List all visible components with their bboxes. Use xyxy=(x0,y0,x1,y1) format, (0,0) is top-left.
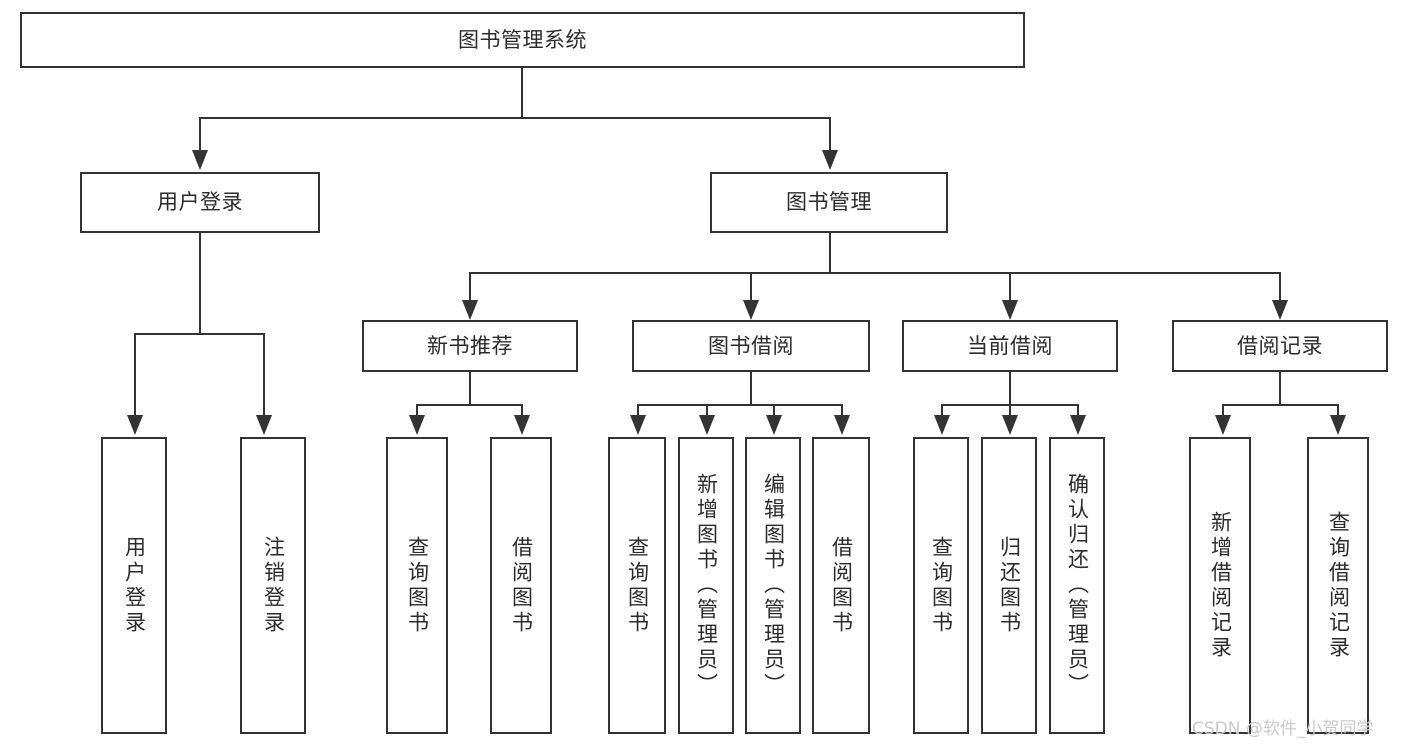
connector-new-book-stem xyxy=(469,372,471,406)
connector-user-login-stem xyxy=(199,233,201,334)
connector-user-login-to-leaf-2 xyxy=(263,333,265,417)
arrow-bm-to-book-borrow xyxy=(743,300,759,320)
node-label: 注销登录 xyxy=(261,535,286,636)
connector-book-management-stem xyxy=(829,233,831,273)
node-label: 图书借阅 xyxy=(708,333,794,358)
leaf-book-borrow-edit-book-admin[interactable]: 编辑图书（管理员） xyxy=(745,437,801,734)
connector-nb-to-leaf-2 xyxy=(521,404,523,417)
leaf-user-login-login[interactable]: 用户登录 xyxy=(101,437,167,734)
connector-cb-to-leaf-2 xyxy=(1009,404,1011,417)
connector-new-book-bar xyxy=(416,404,523,406)
arrow-br-to-leaf-1 xyxy=(1215,415,1231,435)
arrow-cb-to-leaf-1 xyxy=(934,415,950,435)
arrow-br-to-leaf-2 xyxy=(1330,415,1346,435)
connector-bb-to-leaf-1 xyxy=(637,404,639,417)
node-book-borrow[interactable]: 图书借阅 xyxy=(632,320,870,372)
arrow-bb-to-leaf-3 xyxy=(766,415,782,435)
node-label: 用户登录 xyxy=(157,190,243,214)
node-label: 新增图书（管理员） xyxy=(694,473,719,698)
node-label: 查询借阅记录 xyxy=(1326,510,1351,661)
node-label: 查询图书 xyxy=(625,535,650,636)
node-root-book-management-system[interactable]: 图书管理系统 xyxy=(20,12,1025,68)
connector-user-login-to-leaf-1 xyxy=(134,333,136,417)
arrow-nb-to-leaf-2 xyxy=(514,415,530,435)
node-label: 查询图书 xyxy=(929,535,954,636)
connector-br-to-leaf-1 xyxy=(1222,404,1224,417)
connector-root-to-user-login xyxy=(199,117,201,153)
node-label: 借阅记录 xyxy=(1237,333,1323,358)
connector-bb-to-leaf-2 xyxy=(706,404,708,417)
node-current-borrow[interactable]: 当前借阅 xyxy=(902,320,1118,372)
arrow-bm-to-current-borrow xyxy=(1002,300,1018,320)
arrow-cb-to-leaf-2 xyxy=(1002,415,1018,435)
node-label: 借阅图书 xyxy=(509,535,534,636)
connector-bm-to-current-borrow xyxy=(1009,272,1011,302)
leaf-book-borrow-add-book-admin[interactable]: 新增图书（管理员） xyxy=(678,437,734,734)
leaf-book-borrow-borrow-book[interactable]: 借阅图书 xyxy=(812,437,870,734)
connector-cb-to-leaf-1 xyxy=(941,404,943,417)
connector-root-to-book-management xyxy=(829,117,831,153)
connector-bm-to-book-borrow xyxy=(750,272,752,302)
connector-book-borrow-stem xyxy=(750,372,752,406)
leaf-current-borrow-query-book[interactable]: 查询图书 xyxy=(913,437,969,734)
arrow-bm-to-new-book xyxy=(462,300,478,320)
node-label: 新增借阅记录 xyxy=(1208,510,1233,661)
connector-bb-to-leaf-3 xyxy=(773,404,775,417)
node-book-management[interactable]: 图书管理 xyxy=(710,172,948,233)
connector-borrow-record-bar xyxy=(1222,404,1338,406)
leaf-current-borrow-confirm-return-admin[interactable]: 确认归还（管理员） xyxy=(1049,437,1105,734)
connector-root-stem xyxy=(521,68,523,118)
leaf-borrow-record-add-record[interactable]: 新增借阅记录 xyxy=(1189,437,1251,734)
node-label: 图书管理系统 xyxy=(458,27,587,52)
arrow-bb-to-leaf-1 xyxy=(630,415,646,435)
arrow-cb-to-leaf-3 xyxy=(1070,415,1086,435)
leaf-new-book-query-book[interactable]: 查询图书 xyxy=(386,437,448,734)
connector-br-to-leaf-2 xyxy=(1337,404,1339,417)
csdn-watermark: CSDN @软件_小贺同学 xyxy=(1192,719,1374,739)
node-label: 确认归还（管理员） xyxy=(1065,473,1090,698)
node-label: 借阅图书 xyxy=(829,535,854,636)
node-borrow-record[interactable]: 借阅记录 xyxy=(1172,320,1388,372)
connector-current-borrow-stem xyxy=(1009,372,1011,406)
node-new-book-recommend[interactable]: 新书推荐 xyxy=(362,320,578,372)
arrow-nb-to-leaf-1 xyxy=(409,415,425,435)
node-label: 编辑图书（管理员） xyxy=(761,473,786,698)
leaf-borrow-record-query-record[interactable]: 查询借阅记录 xyxy=(1307,437,1369,734)
node-label: 新书推荐 xyxy=(427,333,513,358)
leaf-current-borrow-return-book[interactable]: 归还图书 xyxy=(981,437,1037,734)
connector-nb-to-leaf-1 xyxy=(416,404,418,417)
connector-bm-to-new-book xyxy=(469,272,471,302)
connector-root-bar xyxy=(199,117,831,119)
connector-user-login-bar xyxy=(134,333,265,335)
arrow-root-to-user-login xyxy=(192,150,208,170)
node-label: 用户登录 xyxy=(122,535,147,636)
node-label: 归还图书 xyxy=(997,535,1022,636)
leaf-new-book-borrow-book[interactable]: 借阅图书 xyxy=(490,437,552,734)
arrow-bb-to-leaf-2 xyxy=(699,415,715,435)
leaf-book-borrow-query-book[interactable]: 查询图书 xyxy=(608,437,666,734)
connector-book-borrow-bar xyxy=(637,404,843,406)
node-user-login[interactable]: 用户登录 xyxy=(80,172,320,233)
node-label: 查询图书 xyxy=(405,535,430,636)
connector-book-management-bar xyxy=(469,272,1281,274)
arrow-root-to-book-management xyxy=(822,150,838,170)
connector-cb-to-leaf-3 xyxy=(1077,404,1079,417)
leaf-user-login-logout[interactable]: 注销登录 xyxy=(240,437,306,734)
arrow-bb-to-leaf-4 xyxy=(834,415,850,435)
arrow-user-login-to-leaf-2 xyxy=(256,415,272,435)
connector-bb-to-leaf-4 xyxy=(841,404,843,417)
connector-borrow-record-stem xyxy=(1279,372,1281,406)
node-label: 当前借阅 xyxy=(967,333,1053,358)
arrow-user-login-to-leaf-1 xyxy=(127,415,143,435)
connector-bm-to-borrow-record xyxy=(1279,272,1281,302)
node-label: 图书管理 xyxy=(786,190,872,214)
arrow-bm-to-borrow-record xyxy=(1272,300,1288,320)
